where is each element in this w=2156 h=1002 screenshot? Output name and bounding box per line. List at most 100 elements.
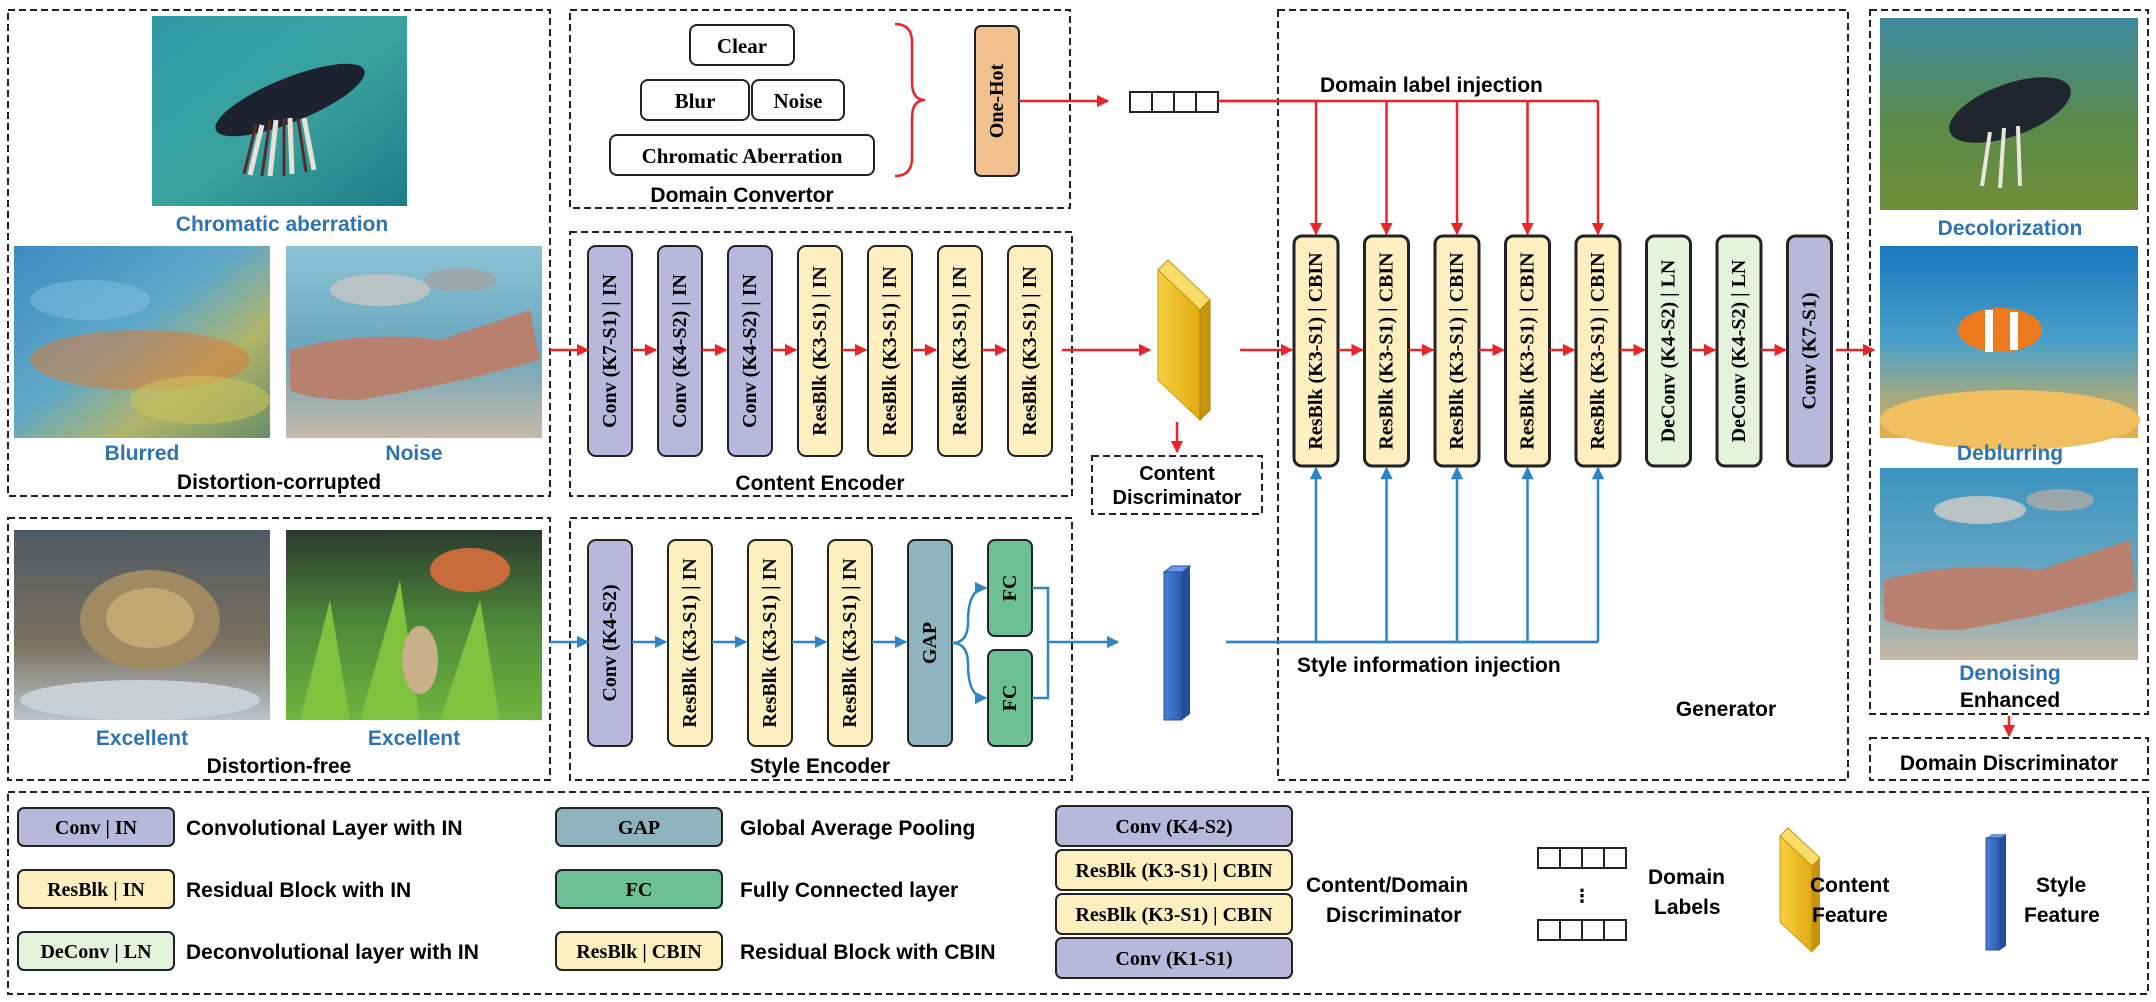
distortion-corrupted-label: Distortion-corrupted [177,471,381,494]
svg-text:GAP: GAP [919,622,941,664]
domain-convertor-title: Domain Convertor [650,184,833,207]
content-discriminator-line1: Content [1139,463,1215,485]
gap-block: GAP [907,539,953,747]
domain-label-vector [1129,91,1219,113]
content-encoder-layer-1: Conv (K7-S1) | IN [587,245,633,457]
image-chromatic [152,16,407,206]
generator: ResBlk (K3-S1) | CBIN ResBlk (K3-S1) | CB… [1218,99,1833,644]
domain-label-injection-text: Domain label injection [1320,74,1543,97]
legend-disc-layer-3 [1055,893,1293,935]
legend-disc-layer-4 [1055,937,1293,979]
style-encoder-layer-label-2: ResBlk (K3-S1) | IN [679,558,701,728]
legend-domain-labels-vectors [1537,847,1627,941]
domain-convertor-panel [569,9,1071,209]
image-decolorization [1880,18,2138,210]
style-encoder: Conv (K4-S2) ResBlk (K3-S1) | IN ResBlk (K… [587,539,908,747]
legend-style-feature-2: Feature [2024,904,2100,927]
generator-panel [1277,9,1849,781]
svg-text:ResBlk | CBIN: ResBlk | CBIN [576,941,702,963]
decolorization-caption: Decolorization [1938,217,2083,240]
domain-discriminator-label: Domain Discriminator [1900,752,2118,775]
generator-layer-label-8: Conv (K7-S1) [1799,292,1821,409]
legend-domain-labels-1: Domain [1648,866,1725,889]
style-feature-block [1162,565,1192,721]
content-encoder-layer-label-4: ResBlk (K3-S1) | IN [809,266,831,436]
image-deblurring [1880,246,2140,450]
legend-fc-desc: Fully Connected layer [740,879,958,902]
image-excellent-2 [286,530,542,720]
flow-arrows [550,94,2016,738]
content-encoder-layer-6: ResBlk (K3-S1) | IN [937,245,983,457]
excellent-2-caption: Excellent [368,727,460,750]
clear-label: Clear [717,34,767,58]
generator-layer-label-4: ResBlk (K3-S1) | CBIN [1517,252,1539,450]
style-encoder-layer-3: ResBlk (K3-S1) | IN [747,539,793,747]
fc-block-top: FC [987,539,1033,637]
chromatic-caption: Chromatic aberration [176,213,388,236]
enhanced-label: Enhanced [1960,689,2060,712]
convertor-brace [894,22,926,178]
enhanced-panel [1869,9,2149,715]
generator-layer-4: ResBlk (K3-S1) | CBIN [1504,234,1551,468]
generator-layer-label-1: ResBlk (K3-S1) | CBIN [1305,252,1327,450]
legend-deconv-ln-desc: Deconvolutional layer with IN [186,941,479,964]
style-encoder-title: Style Encoder [750,755,890,778]
generator-title: Generator [1676,698,1776,721]
legend-resblk-cbin-desc: Residual Block with CBIN [740,941,996,964]
image-excellent-1 [14,530,270,720]
panel-borders [7,9,2149,995]
legend-gap-desc: Global Average Pooling [740,817,975,840]
legend-content-feature-icon [1779,827,1821,954]
legend-style-feature-icon [1985,834,2006,951]
generator-layer-1: ResBlk (K3-S1) | CBIN [1292,234,1340,468]
legend-gap-box [555,807,723,847]
content-encoder-panel [569,231,1073,497]
image-noise [286,246,542,438]
content-encoder-layer-7: ResBlk (K3-S1) | IN [1007,245,1053,457]
legend-disc-label-2: Discriminator [1326,904,1461,927]
content-encoder-layer-label-2: Conv (K4-S2) | IN [669,274,691,428]
legend-disc-layer-1 [1055,805,1293,847]
style-information-injection-text: Style information injection [1297,654,1561,677]
generator-layer-3: ResBlk (K3-S1) | CBIN [1433,234,1481,468]
svg-text:Conv (K1-S1): Conv (K1-S1) [1115,948,1232,970]
svg-text:DeConv | LN: DeConv | LN [40,941,152,963]
content-encoder-layer-5: ResBlk (K3-S1) | IN [867,245,913,457]
style-encoder-layer-4: ResBlk (K3-S1) | IN [827,539,873,747]
content-encoder-layer-3: Conv (K4-S2) | IN [727,245,773,457]
legend-content-feature-1: Content [1810,874,1889,897]
distortion-free-label: Distortion-free [207,755,352,778]
svg-text:FC: FC [999,575,1021,602]
generator-layer-2: ResBlk (K3-S1) | CBIN [1363,234,1410,468]
noise-label: Noise [774,89,823,113]
legend-deconv-ln-box [17,931,175,971]
style-encoder-layer-label-3: ResBlk (K3-S1) | IN [759,558,781,728]
style-encoder-layer-label-4: ResBlk (K3-S1) | IN [839,558,861,728]
content-encoder-layer-4: ResBlk (K3-S1) | IN [797,245,843,457]
svg-text:FC: FC [626,879,653,901]
legend-content-feature-2: Feature [1812,904,1888,927]
generator-layer-label-5: ResBlk (K3-S1) | CBIN [1587,252,1609,450]
generator-layer-label-3: ResBlk (K3-S1) | CBIN [1446,252,1468,450]
legend-ellipsis: ⋮ [1573,886,1591,906]
svg-text:Conv | IN: Conv | IN [55,817,138,839]
domain-discriminator-panel [1869,737,2149,781]
legend-conv-in-desc: Convolutional Layer with IN [186,817,463,840]
excellent-1-caption: Excellent [96,727,188,750]
domain-convertor: Clear Blur Noise Chromatic Aberration On… [609,22,1020,207]
svg-text:FC: FC [999,685,1021,712]
style-encoder-layer-1: Conv (K4-S2) [587,539,633,747]
style-encoder-layer-2: ResBlk (K3-S1) | IN [667,539,713,747]
distortion-corrupted-panel [7,9,551,497]
content-encoder: Conv (K7-S1) | IN Conv (K4-S2) | IN Conv (… [587,245,1053,457]
content-encoder-layer-label-6: ResBlk (K3-S1) | IN [949,266,971,436]
legend: Conv | IN Convolutional Layer with IN Re… [17,805,2100,979]
onehot-label: One-Hot [986,63,1008,138]
svg-text:Conv (K4-S2): Conv (K4-S2) [1115,816,1232,838]
fc-block-bottom: FC [987,649,1033,747]
legend-resblk-in-box [17,869,175,909]
legend-style-feature-1: Style [2036,874,2086,897]
chromatic-aberration-label: Chromatic Aberration [642,144,843,168]
svg-text:ResBlk (K3-S1) | CBIN: ResBlk (K3-S1) | CBIN [1075,904,1273,926]
